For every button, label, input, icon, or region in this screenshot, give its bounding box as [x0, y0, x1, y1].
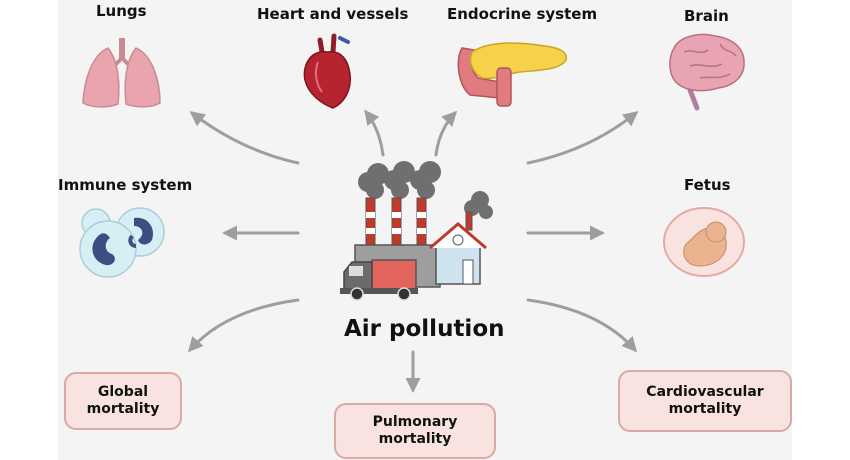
- arrow-to-lungs: [189, 111, 300, 165]
- center-label-air-pollution: Air pollution: [344, 316, 505, 342]
- label-brain: Brain: [684, 7, 729, 25]
- heart-icon: [303, 33, 352, 109]
- label-lungs: Lungs: [96, 2, 147, 20]
- label-fetus: Fetus: [684, 176, 731, 194]
- lungs-icon: [82, 38, 161, 108]
- box-global-mortality-text: Global mortality: [86, 383, 160, 418]
- arrow-to-brain: [526, 111, 639, 165]
- arrow-to-global: [188, 298, 300, 353]
- pollution-scene-icon: [340, 161, 493, 301]
- arrow-to-endocrine: [434, 110, 458, 157]
- box-pulmonary-mortality: Pulmonary mortality: [334, 403, 496, 459]
- immune-cells-icon: [79, 207, 165, 278]
- box-global-mortality: Global mortality: [64, 372, 182, 430]
- arrow-to-cardiovascular: [526, 298, 637, 353]
- label-endocrine-system: Endocrine system: [447, 5, 598, 23]
- label-heart-and-vessels: Heart and vessels: [257, 5, 409, 23]
- box-cardiovascular-mortality: Cardiovascular mortality: [618, 370, 792, 432]
- brain-icon: [669, 33, 745, 111]
- pancreas-icon: [457, 42, 568, 107]
- fetus-icon: [663, 207, 745, 277]
- label-immune-system: Immune system: [58, 176, 193, 194]
- box-pulmonary-mortality-text: Pulmonary mortality: [372, 413, 458, 448]
- arrow-to-heart: [364, 109, 385, 157]
- box-cardiovascular-mortality-text: Cardiovascular mortality: [646, 383, 764, 418]
